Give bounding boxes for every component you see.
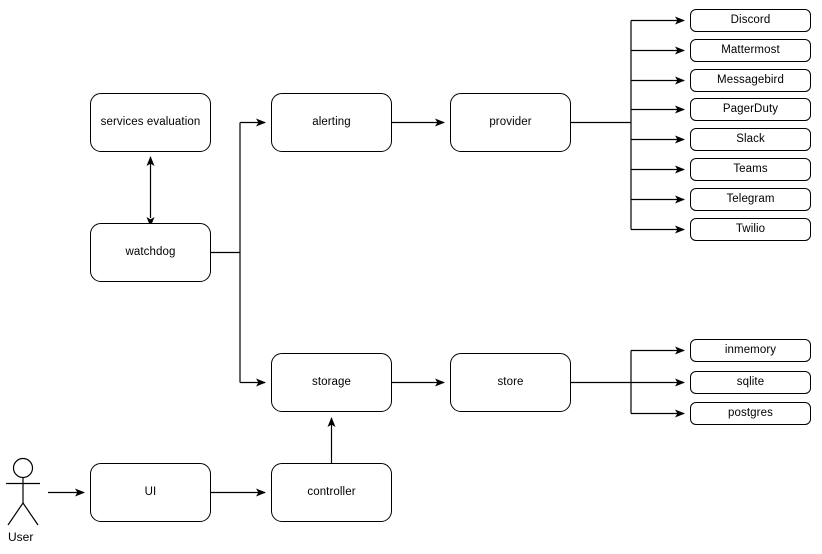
node-label: sqlite: [736, 376, 765, 389]
node-label: storage: [311, 376, 352, 389]
node-label: Discord: [730, 14, 771, 27]
node-label: controller: [307, 486, 356, 499]
node-label: UI: [144, 486, 157, 499]
node-provider-option-mattermost[interactable]: Mattermost: [690, 39, 811, 62]
node-provider-option-messagebird[interactable]: Messagebird: [690, 69, 811, 92]
node-label: Twilio: [735, 223, 766, 236]
node-alerting[interactable]: alerting: [271, 93, 392, 152]
node-store-option-sqlite[interactable]: sqlite: [690, 371, 811, 394]
node-label: Messagebird: [717, 74, 784, 87]
node-label: alerting: [312, 116, 351, 129]
node-label: Slack: [736, 133, 765, 146]
user-actor-figure: [6, 457, 40, 526]
node-label: store: [497, 376, 524, 389]
node-watchdog[interactable]: watchdog: [90, 223, 211, 282]
node-store-option-inmemory[interactable]: inmemory: [690, 339, 811, 362]
node-label: Teams: [733, 163, 768, 176]
node-label: postgres: [728, 407, 773, 420]
user-actor-label: User: [8, 530, 34, 544]
node-label: Mattermost: [721, 44, 780, 57]
node-provider-option-pagerduty[interactable]: PagerDuty: [690, 98, 811, 121]
node-services-evaluation[interactable]: services evaluation: [90, 93, 211, 152]
node-store-option-postgres[interactable]: postgres: [690, 402, 811, 425]
node-provider[interactable]: provider: [450, 93, 571, 152]
node-label: Telegram: [726, 193, 775, 206]
node-ui[interactable]: UI: [90, 463, 211, 522]
node-provider-option-teams[interactable]: Teams: [690, 158, 811, 181]
node-provider-option-telegram[interactable]: Telegram: [690, 188, 811, 211]
node-label: watchdog: [125, 246, 176, 259]
node-provider-option-slack[interactable]: Slack: [690, 128, 811, 151]
node-controller[interactable]: controller: [271, 463, 392, 522]
node-storage[interactable]: storage: [271, 353, 392, 412]
node-store[interactable]: store: [450, 353, 571, 412]
node-label: provider: [489, 116, 532, 129]
node-provider-option-twilio[interactable]: Twilio: [690, 218, 811, 241]
node-label: services evaluation: [100, 116, 201, 129]
node-label: PagerDuty: [722, 103, 779, 116]
node-label: inmemory: [724, 344, 777, 357]
node-provider-option-discord[interactable]: Discord: [690, 9, 811, 32]
